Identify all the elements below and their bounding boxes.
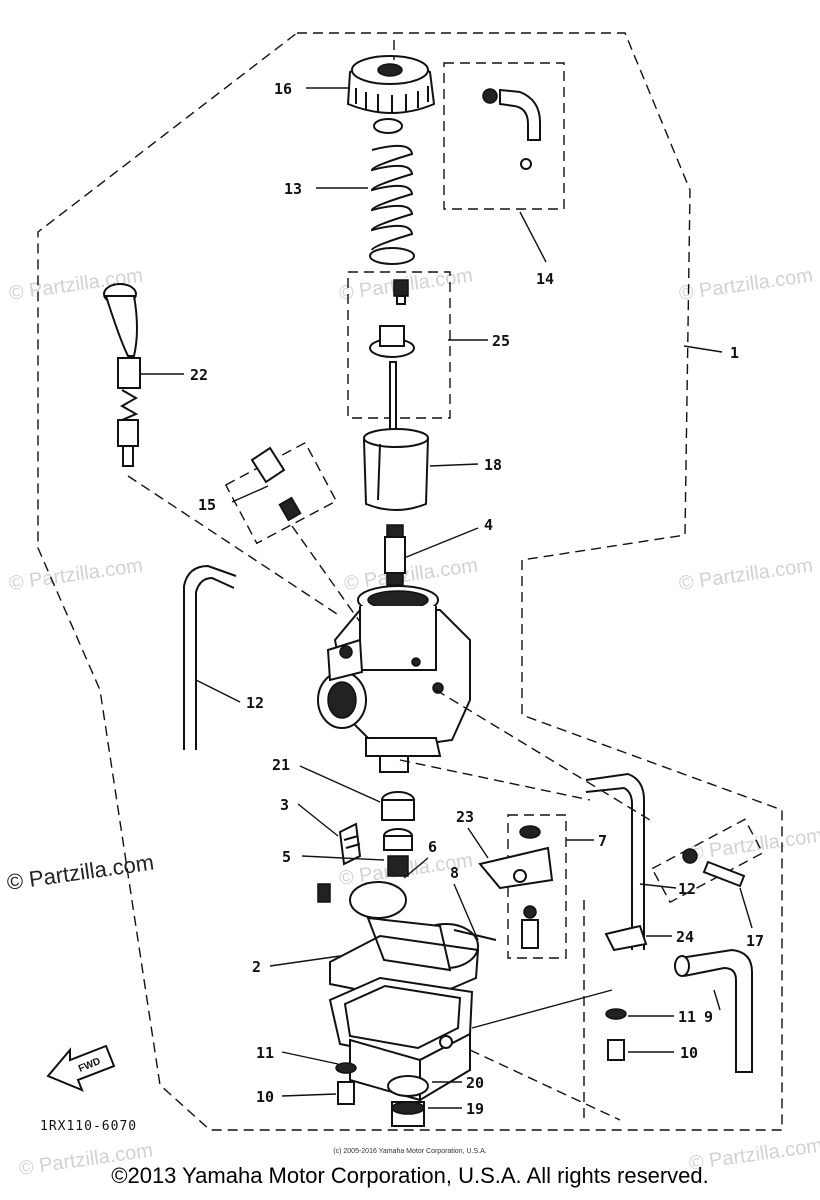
callout-11: 11 [678,1008,696,1026]
needle-jet-part [384,524,406,586]
carburetor-body-part [317,585,471,773]
group-box-7 [507,814,567,959]
callout-10: 10 [680,1044,698,1062]
guide-line [127,475,341,617]
overflow-hose-part [679,948,753,1073]
callout-14: 14 [536,270,554,288]
watermark-text: © Partzilla.com [688,824,820,865]
watermark-text: © Partzilla.com [5,850,155,895]
callout-15: 15 [198,496,216,514]
callout-1: 1 [730,344,739,362]
valve-seat-part [519,825,541,949]
callout-12b: 12 [678,880,696,898]
vent-hose-right-part [585,786,633,950]
callout-11b: 11 [256,1044,274,1062]
throttle-spring-part [369,144,415,265]
callout-24: 24 [676,928,694,946]
callout-20: 20 [466,1074,484,1092]
callout-3: 3 [280,796,289,814]
callout-7: 7 [598,832,607,850]
callout-6: 6 [428,838,437,856]
callout-16: 16 [274,80,292,98]
guide-line [291,525,361,623]
top-cap-part [346,55,436,134]
callout-18: 18 [484,456,502,474]
guide-line [435,689,651,821]
callout-4: 4 [484,516,493,534]
drain-plug-part [387,1075,429,1127]
drain-screw-part [335,1008,627,1105]
source-note: (c) 2005-2016 Yamaha Motor Corporation, … [333,1148,487,1155]
group-box-14 [443,62,565,210]
jet-needle-part [369,279,415,433]
idle-screw-part [682,848,746,888]
callout-23: 23 [456,808,474,826]
callout-22: 22 [190,366,208,384]
callout-25: 25 [492,332,510,350]
callout-21: 21 [272,756,290,774]
vent-hose-left-part [183,564,237,750]
group-box-15 [224,441,338,545]
main-jet-holder-part [338,791,415,877]
overflow-hose-end-part [674,955,690,977]
callout-8: 8 [450,864,459,882]
hose-clamp-part [604,924,648,952]
group-box-25 [347,271,451,419]
throttle-valve-part [362,428,430,511]
callout-labels: 16 13 14 25 22 1 18 15 4 12 21 3 5 6 8 2… [190,80,764,1118]
guide-line [399,759,591,801]
watermark-text: © Partzilla.com [678,554,815,595]
callout-19: 19 [466,1100,484,1118]
starter-plunger-part [103,283,141,467]
callout-5: 5 [282,848,291,866]
copyright-text: ©2013 Yamaha Motor Corporation, U.S.A. A… [111,1163,709,1188]
forward-arrow-icon: FWD [46,1044,116,1092]
vent-hose-left-part [195,576,235,750]
callout-9: 9 [704,1008,713,1026]
guide-line [469,1049,621,1121]
drawing-id: 1RX110-6070 [40,1119,137,1134]
pilot-screw-part [250,446,302,522]
vent-hose-right-part [585,772,645,950]
leader-lines [140,87,753,1109]
callout-10b: 10 [256,1088,274,1106]
callout-13: 13 [284,180,302,198]
float-bowl-part [328,976,474,1102]
float-part [317,881,497,972]
callout-2: 2 [252,958,261,976]
plate-part [478,846,554,890]
bowl-gasket-part [329,934,480,1004]
watermark-text: © Partzilla.com [8,554,145,595]
callout-12: 12 [246,694,264,712]
watermark-text: © Partzilla.com [678,264,815,305]
cable-elbow-part [482,88,541,170]
callout-17: 17 [746,932,764,950]
